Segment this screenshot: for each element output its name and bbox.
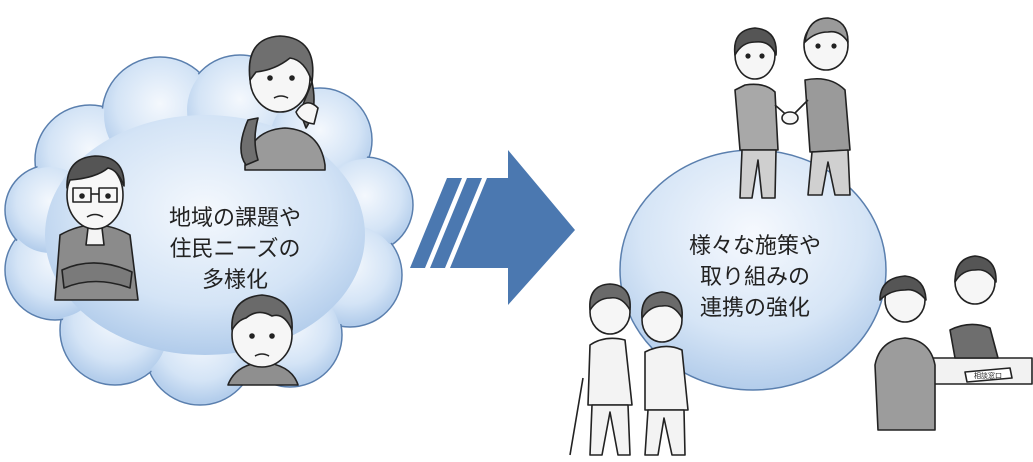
left-caption-line-2: 住民ニーズの bbox=[169, 237, 301, 262]
right-caption-line-3: 連携の強化 bbox=[699, 296, 810, 321]
worried-boy-icon bbox=[227, 294, 299, 386]
right-bubble-caption: 様々な施策や 取り組みの 連携の強化 bbox=[655, 231, 855, 324]
handshake-pair-icon bbox=[733, 17, 851, 199]
walking-pair-icon bbox=[569, 283, 689, 456]
left-caption-line-1: 地域の課題や bbox=[168, 206, 301, 231]
right-caption-line-1: 様々な施策や bbox=[688, 234, 821, 259]
worried-man-icon bbox=[54, 155, 139, 301]
left-bubble-caption: 地域の課題や 住民ニーズの 多様化 bbox=[140, 203, 330, 296]
counter-sign: 相談窓口 bbox=[974, 371, 1002, 380]
worried-woman-icon bbox=[240, 35, 326, 171]
left-caption-line-3: 多様化 bbox=[201, 268, 268, 293]
consultation-desk-icon: 相談窓口 bbox=[874, 255, 1033, 431]
right-caption-line-2: 取り組みの bbox=[699, 265, 810, 290]
transition-arrow bbox=[410, 150, 575, 305]
